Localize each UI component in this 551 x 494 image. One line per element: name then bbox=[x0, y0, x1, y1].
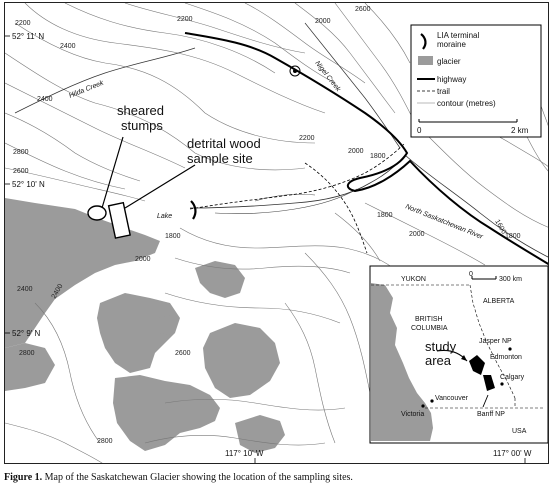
legend-glacier-swatch bbox=[418, 56, 433, 65]
figure-caption: Figure 1. Map of the Saskatchewan Glacie… bbox=[4, 472, 549, 483]
highway-marker bbox=[289, 65, 301, 77]
inset-columbia-label: COLUMBIA bbox=[411, 325, 448, 332]
sheared-stumps-marker bbox=[87, 205, 107, 221]
inset-usa-label: USA bbox=[512, 428, 527, 435]
glacier-west-lobe bbox=[5, 343, 55, 391]
lia-moraine bbox=[190, 200, 197, 220]
glacier-southeast bbox=[203, 323, 280, 398]
contour-label: 1600 bbox=[493, 219, 507, 236]
contour-label: 2800 bbox=[97, 438, 113, 445]
legend-glacier-label: glacier bbox=[437, 57, 461, 66]
inset-calgary-label: Calgary bbox=[500, 374, 525, 381]
lat-52-9: 52° 9' N bbox=[12, 329, 41, 338]
inset-banff-np bbox=[483, 375, 495, 391]
contour-label: 2800 bbox=[13, 149, 29, 156]
legend-moraine-symbol bbox=[420, 33, 427, 50]
inset-scale-start: 0 bbox=[469, 271, 473, 278]
inset-scale-end: 300 km bbox=[499, 276, 522, 283]
contour-label: 1800 bbox=[505, 233, 521, 240]
contour-label: 2600 bbox=[175, 350, 191, 357]
legend-trail-label: trail bbox=[437, 87, 450, 96]
hilda-creek-label: Hilda Creek bbox=[68, 79, 105, 99]
scale-end-label: 2 km bbox=[511, 126, 529, 135]
contour-label: 2000 bbox=[409, 231, 425, 238]
detrital-site-marker bbox=[107, 201, 131, 239]
contour-label: 2400 bbox=[37, 96, 53, 103]
detrital-label-2: sample site bbox=[187, 151, 253, 166]
contour-label: 2400 bbox=[60, 43, 76, 50]
inset-victoria-label: Victoria bbox=[401, 411, 424, 418]
map-canvas: sheared stumps detrital wood sample site… bbox=[5, 3, 548, 463]
legend-contour-label: contour (metres) bbox=[437, 99, 496, 108]
inset-british-label: BRITISH bbox=[415, 316, 443, 323]
lon-117-00: 117° 00' W bbox=[493, 449, 532, 458]
contour-label: 2000 bbox=[315, 18, 331, 25]
inset-edmonton-label: Edmonton bbox=[490, 354, 522, 361]
lat-52-11: 52° 11' N bbox=[12, 32, 44, 41]
contour-label: 2200 bbox=[15, 20, 31, 27]
scale-start-label: 0 bbox=[417, 126, 422, 135]
contour-label: 2800 bbox=[19, 350, 35, 357]
inset-jasper-np bbox=[469, 355, 485, 375]
lon-117-10: 117° 10' W bbox=[225, 449, 264, 458]
inset-yukon-label: YUKON bbox=[401, 276, 426, 283]
legend-highway-label: highway bbox=[437, 75, 466, 84]
sheared-stumps-label-2: stumps bbox=[121, 118, 163, 133]
contour-label: 2600 bbox=[13, 168, 29, 175]
legend: LIA terminal moraine glacier highway tra… bbox=[410, 24, 542, 138]
glacier-center bbox=[195, 261, 245, 298]
contour-label: 2400 bbox=[17, 286, 33, 293]
figure-label: Figure 1. bbox=[4, 472, 43, 483]
contour-label: 2200 bbox=[299, 135, 315, 142]
contour-label: 2200 bbox=[177, 16, 193, 23]
caption-text: Map of the Saskatchewan Glacier showing … bbox=[44, 472, 353, 483]
glacier-south-2 bbox=[113, 375, 220, 451]
contour-label: 2000 bbox=[348, 148, 364, 155]
sheared-stumps-label: sheared bbox=[117, 103, 164, 118]
inset-alberta-label: ALBERTA bbox=[483, 298, 515, 305]
glacier-south bbox=[97, 293, 180, 373]
inset-area-label: area bbox=[425, 353, 452, 368]
inset-study-label: study bbox=[425, 339, 457, 354]
lake-label: Lake bbox=[157, 213, 172, 220]
contour-label: 2600 bbox=[355, 6, 371, 13]
river bbox=[189, 154, 548, 258]
contour-label: 2000 bbox=[135, 256, 151, 263]
legend-moraine-label-2: moraine bbox=[437, 40, 466, 49]
inset-coast bbox=[371, 283, 433, 441]
inset-map: YUKON 0 300 km ALBERTA BRITISH COLUMBIA … bbox=[369, 265, 548, 444]
inset-jasper-label: Jasper NP bbox=[479, 338, 512, 345]
contour-label: 1800 bbox=[370, 153, 386, 160]
glacier-small-2 bbox=[155, 315, 177, 335]
inset-banff-label: Banff NP bbox=[477, 411, 505, 418]
glacier-small-1 bbox=[235, 415, 285, 453]
detrital-label: detrital wood bbox=[187, 136, 261, 151]
lat-52-10: 52° 10' N bbox=[12, 180, 45, 189]
contour-label: 1800 bbox=[165, 233, 181, 240]
hilda-creek bbox=[14, 47, 196, 114]
legend-moraine-label: LIA terminal bbox=[437, 31, 479, 40]
contour-label: 1800 bbox=[377, 212, 393, 219]
contour-lines bbox=[5, 3, 548, 463]
map-frame: sheared stumps detrital wood sample site… bbox=[4, 2, 549, 464]
inset-vancouver-label: Vancouver bbox=[435, 395, 469, 402]
